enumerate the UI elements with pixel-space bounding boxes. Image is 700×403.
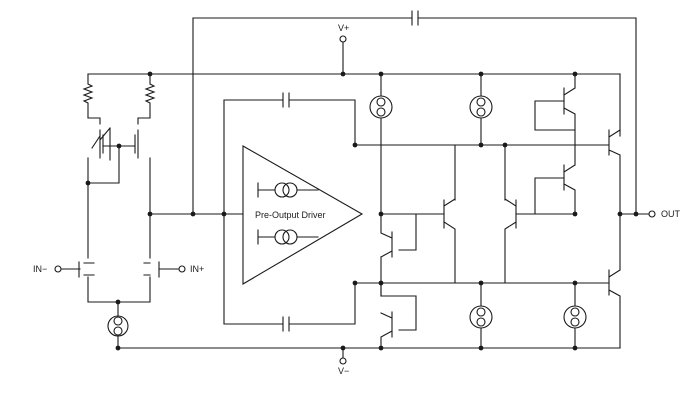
in-plus-pin <box>178 265 186 273</box>
out-pin <box>648 210 656 218</box>
pre-output-driver <box>149 92 364 332</box>
junction-dots <box>85 71 639 351</box>
driver-triangle <box>242 145 364 285</box>
vminus-label: V− <box>338 366 349 376</box>
input-stage <box>61 73 179 349</box>
vminus-pin <box>339 357 347 365</box>
input-pins <box>54 265 186 273</box>
in-minus-label: IN− <box>33 264 47 274</box>
load-resistor-right <box>144 73 156 119</box>
in-minus-pin <box>54 265 62 273</box>
load-resistor-left <box>82 73 94 119</box>
in-plus-label: IN+ <box>190 264 204 274</box>
supply-rails <box>87 41 621 359</box>
vplus-label: V+ <box>338 23 349 33</box>
driver-label: Pre-Output Driver <box>255 210 326 220</box>
vplus-pin <box>339 35 347 43</box>
feedback-capacitor <box>192 10 637 215</box>
output-stage <box>354 73 649 349</box>
out-label: OUT <box>661 209 681 219</box>
